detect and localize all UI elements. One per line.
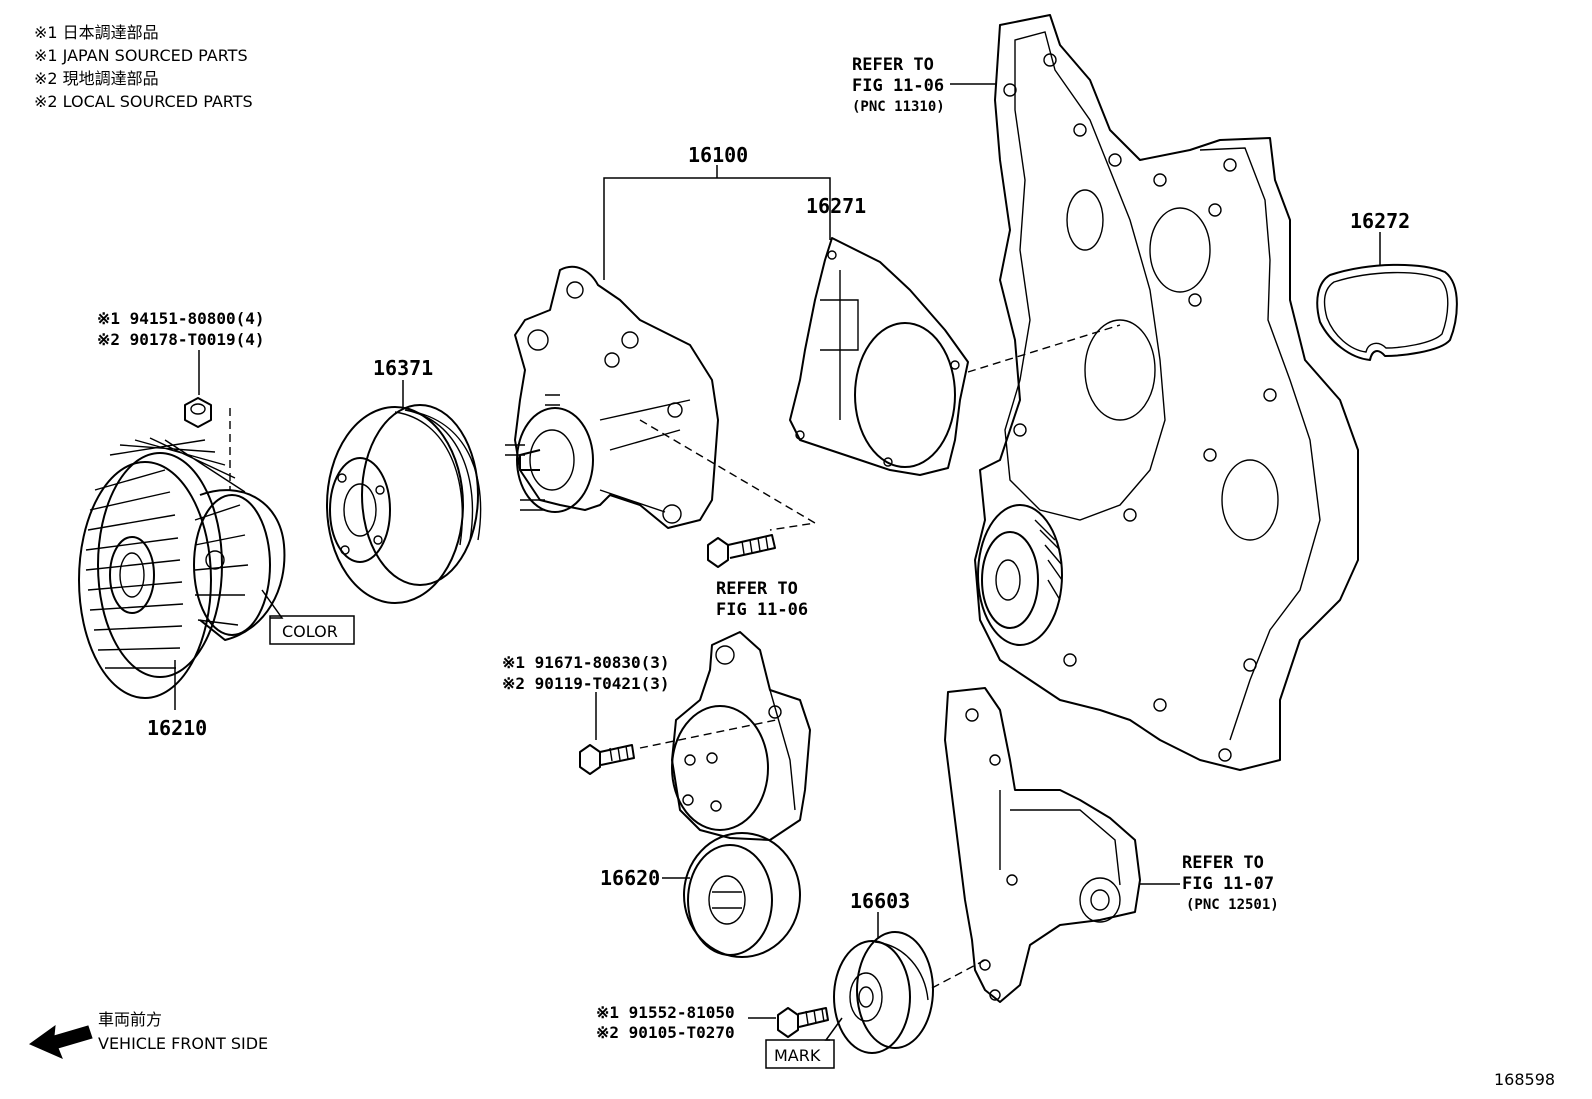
- note-local-jp: ※2 現地調達部品: [34, 69, 159, 88]
- label-16271: 16271: [806, 194, 866, 218]
- leader-color: [261, 589, 284, 619]
- bracket-drawing: [931, 687, 1141, 1003]
- figure-id: 168598: [1494, 1070, 1555, 1089]
- timing-cover-drawing: [974, 14, 1359, 771]
- label-16210: 16210: [147, 716, 207, 740]
- o-ring-16272-drawing: [1316, 263, 1458, 361]
- fan-clutch-drawing: [78, 397, 286, 699]
- leader-16100: [603, 177, 831, 280]
- idler-drawing: [833, 931, 934, 1054]
- label-16620: 16620: [600, 866, 660, 890]
- gasket-16271-drawing: [789, 237, 1121, 476]
- pulley-drawing: [326, 404, 482, 604]
- ref-bottom-line3: (PNC 12501): [1186, 897, 1279, 913]
- leader-mark: [824, 1017, 843, 1041]
- mark-box-label: MARK: [774, 1046, 821, 1065]
- tensioner-bolt-drawing: [579, 719, 777, 775]
- label-nut-local: ※2 90178-T0019(4): [97, 330, 265, 349]
- label-16272: 16272: [1350, 209, 1410, 233]
- front-direction-arrow-icon: [28, 1024, 93, 1059]
- tensioner-drawing: [671, 631, 811, 958]
- direction-en: VEHICLE FRONT SIDE: [98, 1034, 268, 1053]
- idler-bolt-drawing: [777, 1007, 829, 1038]
- label-bolt-a-local: ※2 90119-T0421(3): [502, 674, 670, 693]
- note-local-en: ※2 LOCAL SOURCED PARTS: [34, 92, 253, 111]
- ref-mid-line1: REFER TO: [716, 579, 798, 599]
- sourcing-notes: ※1 日本調達部品 ※1 JAPAN SOURCED PARTS ※2 現地調達…: [34, 23, 253, 111]
- label-16603: 16603: [850, 889, 910, 913]
- ref-top-line2: FIG 11-06: [852, 76, 944, 96]
- color-box: [269, 615, 355, 645]
- label-16100: 16100: [688, 143, 748, 167]
- ref-top-line1: REFER TO: [852, 55, 934, 75]
- ref-mid-line2: FIG 11-06: [716, 600, 808, 620]
- label-bolt-b-japan: ※1 91552-81050: [596, 1003, 735, 1022]
- label-16371: 16371: [373, 356, 433, 380]
- ref-top-line3: (PNC 11310): [852, 99, 945, 115]
- water-pump-drawing: [505, 265, 818, 531]
- label-nut-japan: ※1 94151-80800(4): [97, 309, 265, 328]
- ref-bottom-line1: REFER TO: [1182, 853, 1264, 873]
- label-bolt-b-local: ※2 90105-T0270: [596, 1023, 735, 1042]
- ref-bottom-line2: FIG 11-07: [1182, 874, 1274, 894]
- note-japan-en: ※1 JAPAN SOURCED PARTS: [34, 46, 248, 65]
- note-japan-jp: ※1 日本調達部品: [34, 23, 159, 42]
- pump-bolt-drawing: [707, 534, 776, 568]
- mark-box: [765, 1039, 835, 1069]
- color-box-label: COLOR: [282, 622, 338, 641]
- direction-jp: 車両前方: [98, 1010, 162, 1029]
- label-bolt-a-japan: ※1 91671-80830(3): [502, 653, 670, 672]
